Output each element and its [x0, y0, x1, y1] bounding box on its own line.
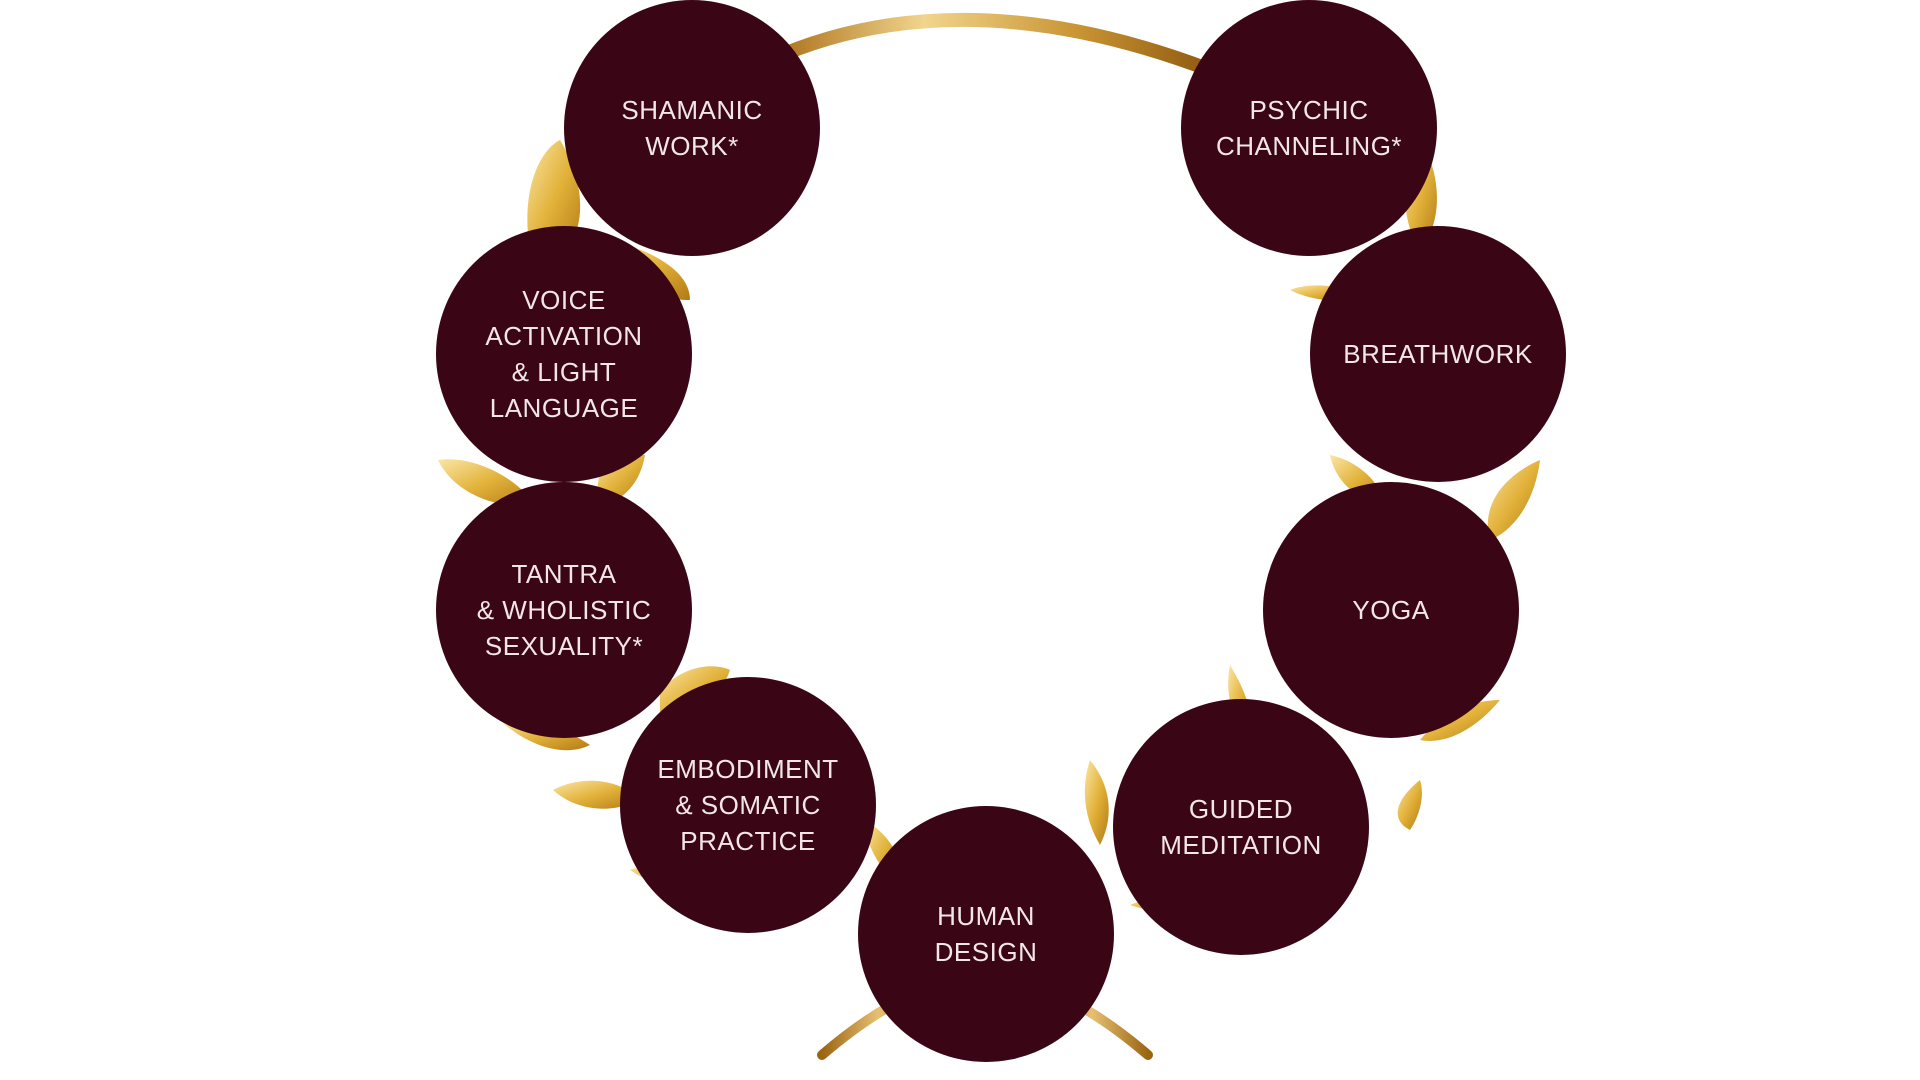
practice-circle-guided-meditation: GUIDED MEDITATION	[1113, 699, 1369, 955]
practice-circle-psychic-channeling: PSYCHIC CHANNELING*	[1181, 0, 1437, 256]
leaf	[553, 780, 640, 809]
practice-label: SHAMANIC WORK*	[621, 95, 763, 161]
practice-circle-human-design: HUMAN DESIGN	[858, 806, 1114, 1062]
practice-circle-tantra: TANTRA & WHOLISTIC SEXUALITY*	[436, 482, 692, 738]
practice-circle-voice-activation: VOICE ACTIVATION & LIGHT LANGUAGE	[436, 226, 692, 482]
practice-circle-embodiment: EMBODIMENT & SOMATIC PRACTICE	[620, 677, 876, 933]
practice-circle-breathwork: BREATHWORK	[1310, 226, 1566, 482]
practice-label: BREATHWORK	[1343, 339, 1533, 369]
practice-label: PSYCHIC CHANNELING*	[1215, 95, 1403, 161]
practice-label: EMBODIMENT & SOMATIC PRACTICE	[657, 754, 839, 856]
practice-label: TANTRA & WHOLISTIC SEXUALITY*	[476, 559, 652, 661]
practice-label: VOICE ACTIVATION & LIGHT LANGUAGE	[485, 285, 643, 423]
practice-label: YOGA	[1352, 595, 1430, 625]
leaf	[1084, 760, 1109, 845]
practice-label: HUMAN DESIGN	[934, 901, 1038, 967]
leaf	[1487, 460, 1540, 540]
wreath-top-arc	[763, 12, 1217, 77]
leaf	[1397, 780, 1422, 830]
practice-circle-yoga: YOGA	[1263, 482, 1519, 738]
practice-label: GUIDED MEDITATION	[1160, 794, 1322, 860]
practice-circle-shamanic-work: SHAMANIC WORK*	[564, 0, 820, 256]
leaf	[1420, 700, 1500, 741]
